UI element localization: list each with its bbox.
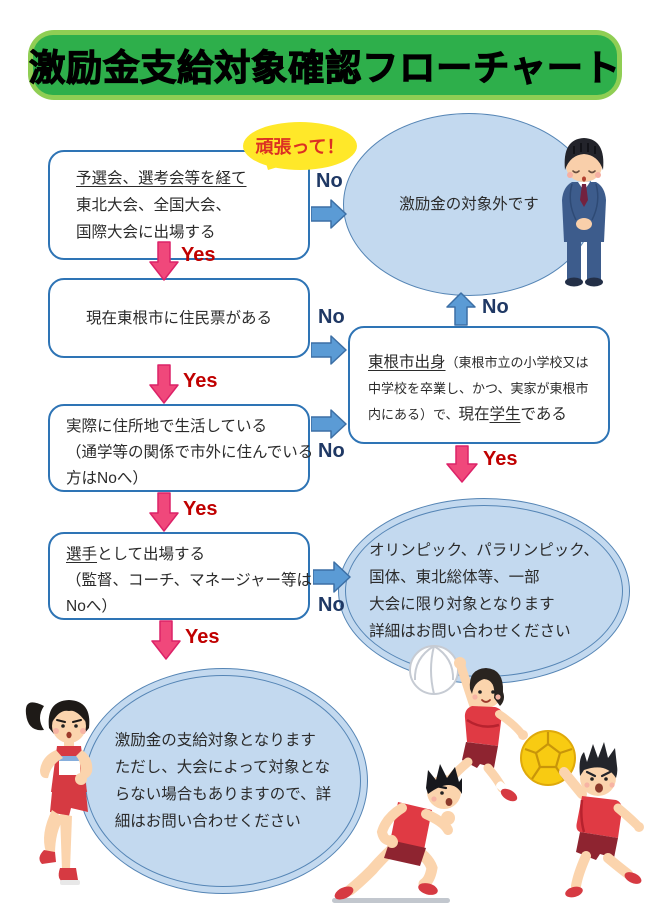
- flow-box-living-at-address: 実際に住所地で生活している（通学等の関係で市外に住んでいる方はNoへ）: [48, 404, 313, 492]
- result-oval-limited-tournaments-text: オリンピック、パラリンピック、国体、東北総体等、一部大会に限り対象となります詳細…: [369, 542, 599, 640]
- right-arrow-icon: [313, 561, 351, 593]
- no-label: No: [318, 440, 345, 462]
- bowing-man-icon: [562, 138, 606, 287]
- down-arrow-icon: [149, 241, 179, 281]
- speech-bubble-text: 頑張って！: [255, 137, 345, 157]
- yes-label: Yes: [183, 498, 218, 520]
- page-title: 激励金支給対象確認フローチャート: [29, 46, 621, 88]
- no-label: No: [318, 594, 345, 616]
- no-label: No: [482, 296, 509, 318]
- result-oval-not-eligible-text: 激励金の対象外です: [399, 196, 539, 213]
- no-label: No: [318, 306, 345, 328]
- volleyball-player-icon: [409, 645, 528, 802]
- down-arrow-icon: [446, 445, 478, 483]
- yes-label: Yes: [183, 370, 218, 392]
- yes-label: Yes: [181, 244, 216, 266]
- title-banner-inner: 激励金支給対象確認フローチャート: [29, 35, 620, 95]
- yes-label: Yes: [483, 448, 518, 470]
- result-oval-eligible: 激励金の支給対象となりますただし、大会によって対象とならない場合もありますので、…: [78, 668, 368, 894]
- volleyball-icon: [409, 645, 459, 695]
- up-arrow-icon: [446, 292, 476, 326]
- flow-box-higashine-origin-student: 東根市出身（東根市立の小学校又は中学校を卒業し、かつ、実家が東根市内にある）で、…: [348, 326, 610, 444]
- handball-player-icon: [520, 730, 644, 898]
- down-arrow-icon: [151, 620, 181, 660]
- female-runner-icon: [25, 700, 93, 885]
- no-label: No: [316, 170, 343, 192]
- yes-label: Yes: [185, 626, 220, 648]
- speech-bubble: 頑張って！: [243, 122, 357, 170]
- result-oval-limited-tournaments: オリンピック、パラリンピック、国体、東北総体等、一部大会に限り対象となります詳細…: [338, 498, 630, 684]
- result-oval-not-eligible: 激励金の対象外です: [343, 113, 595, 296]
- down-arrow-icon: [149, 492, 179, 532]
- right-arrow-icon: [311, 409, 347, 439]
- result-oval-eligible-text: 激励金の支給対象となりますただし、大会によって対象とならない場合もありますので、…: [114, 732, 332, 830]
- result-oval-limited-tournaments-inner: オリンピック、パラリンピック、国体、東北総体等、一部大会に限り対象となります詳細…: [345, 505, 623, 677]
- right-arrow-icon: [311, 199, 347, 229]
- flow-box-resident-registry: 現在東根市に住民票がある: [48, 278, 310, 358]
- sprinter-icon: [332, 764, 462, 903]
- down-arrow-icon: [149, 364, 179, 404]
- right-arrow-icon: [311, 335, 347, 365]
- result-oval-eligible-inner: 激励金の支給対象となりますただし、大会によって対象とならない場合もありますので、…: [85, 675, 361, 887]
- title-banner: 激励金支給対象確認フローチャート: [28, 30, 622, 100]
